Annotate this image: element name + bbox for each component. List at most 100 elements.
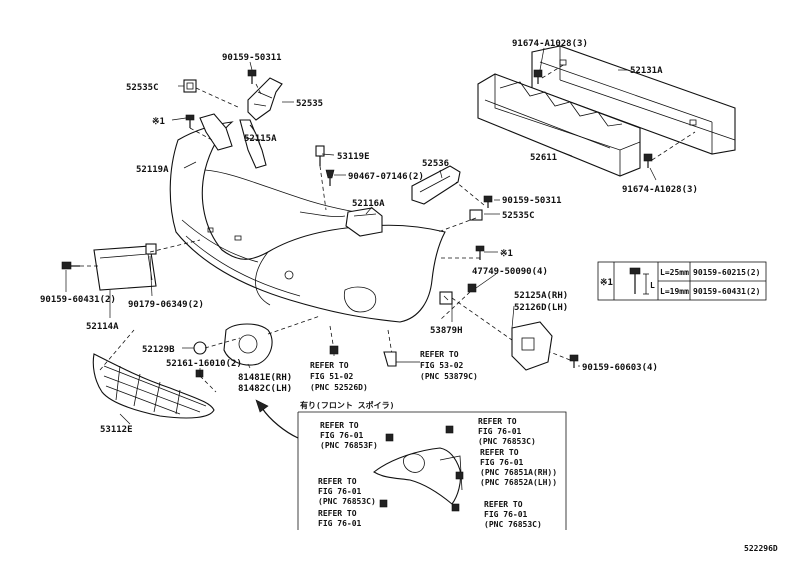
label-53879H: 53879H [430, 326, 463, 336]
label-47749-50090: 47749-50090(4) [472, 267, 548, 277]
label-52535C-mid: 52535C [502, 211, 535, 221]
clip-53119E[interactable] [315, 145, 325, 166]
ref-r6-line3[interactable]: (PNC 76853C) [484, 520, 542, 529]
ref-r3-line1[interactable]: REFER TO [480, 448, 519, 457]
ref-r6-line1[interactable]: REFER TO [484, 500, 523, 509]
clip-52161-16010[interactable] [195, 369, 204, 378]
legend-l-symbol: L [650, 281, 655, 290]
ref-fig53-line1[interactable]: REFER TO [420, 350, 459, 359]
label-90159-50311-top: 90159-50311 [222, 53, 282, 63]
label-90159-60603: 90159-60603(4) [582, 363, 658, 373]
label-81481E: 81481E(RH) [238, 373, 292, 383]
legend-length-19: L=19mm [660, 287, 689, 296]
cap-52129B[interactable] [193, 341, 207, 355]
bolt-91674-A1028-top[interactable] [533, 69, 543, 84]
label-52129B: 52129B [142, 345, 175, 355]
bolt-90159-60603[interactable] [569, 354, 579, 368]
alignment-dashed-lines [80, 63, 696, 393]
label-52536: 52536 [422, 159, 449, 169]
legend-screw-icon [629, 267, 649, 295]
clip-47749-50090[interactable] [467, 283, 477, 293]
ref-r4-line2[interactable]: FIG 76-01 [318, 487, 362, 496]
label-91674-A1028-top: 91674-A1028(3) [512, 39, 588, 49]
energy-absorber[interactable] [477, 73, 641, 177]
label-81482C: 81482C(LH) [238, 384, 292, 394]
label-90159-50311-mid: 90159-50311 [502, 196, 562, 206]
center-bracket-52116A[interactable] [345, 207, 383, 237]
label-90467-07146: 90467-07146(2) [348, 172, 424, 182]
clip-ref-51-02[interactable] [329, 345, 339, 355]
spoiler-indicator-arrow [255, 399, 299, 439]
ref-r6-line2[interactable]: FIG 76-01 [484, 510, 528, 519]
bolt-90159-50311-top[interactable] [247, 69, 257, 84]
bolt-90159-60431[interactable] [61, 261, 80, 270]
legend-part-19[interactable]: 90159-60431(2) [693, 287, 760, 296]
ref-fig53-line3[interactable]: (PNC 53879C) [420, 372, 478, 381]
label-53112E: 53112E [100, 425, 133, 435]
ref-r3-line3[interactable]: (PNC 76851A(RH)) [480, 468, 557, 477]
label-52119A: 52119A [136, 165, 169, 175]
label-53119E: 53119E [337, 152, 370, 162]
label-52116A: 52116A [352, 199, 385, 209]
seal-53879H[interactable] [439, 291, 453, 305]
fog-lamp-cover[interactable] [223, 323, 273, 366]
spoiler-clips[interactable] [379, 425, 464, 512]
ref-fig51-line2[interactable]: FIG 51-02 [310, 372, 354, 381]
ref-r3-line2[interactable]: FIG 76-01 [480, 458, 524, 467]
label-52115A: 52115A [244, 134, 277, 144]
clip-90467-07146[interactable] [325, 169, 335, 186]
clip-52535C-top[interactable] [183, 79, 197, 93]
ref-r2-line3[interactable]: (PNC 76853C) [478, 437, 536, 446]
label-52535C-top: 52535C [126, 83, 159, 93]
ref-r2-line2[interactable]: FIG 76-01 [478, 427, 522, 436]
spoiler-title: 有り(フロント スポイラ) [300, 400, 394, 410]
spoiler-option-box [297, 411, 567, 530]
label-52125A: 52125A(RH) [514, 291, 568, 301]
label-90159-60431: 90159-60431(2) [40, 295, 116, 305]
ref-r1-line1[interactable]: REFER TO [320, 421, 359, 430]
label-52161-16010: 52161-16010(2) [166, 359, 242, 369]
screw-note1-right[interactable] [475, 245, 485, 260]
bumper-cover[interactable] [169, 121, 446, 323]
label-91674-A1028-bottom: 91674-A1028(3) [622, 185, 698, 195]
ref-r5-line2[interactable]: FIG 76-01 [318, 519, 362, 528]
clip-ref-53-02[interactable] [383, 351, 397, 367]
ref-r2-line1[interactable]: REFER TO [478, 417, 517, 426]
label-52114A: 52114A [86, 322, 119, 332]
bolt-90159-50311-mid[interactable] [483, 195, 493, 208]
label-90179-06349: 90179-06349(2) [128, 300, 204, 310]
legend-part-25[interactable]: 90159-60215(2) [693, 268, 760, 277]
side-retainer-bracket[interactable] [511, 321, 553, 371]
bracket-52536[interactable] [411, 165, 461, 205]
diagram-id: 522296D [744, 544, 778, 553]
ref-r5-line1[interactable]: REFER TO [318, 509, 357, 518]
ref-r4-line1[interactable]: REFER TO [318, 477, 357, 486]
lower-side-bracket-52114A[interactable] [93, 243, 157, 291]
legend-box [597, 261, 767, 301]
ref-fig51-line1[interactable]: REFER TO [310, 361, 349, 370]
ref-fig53-line2[interactable]: FIG 53-02 [420, 361, 464, 370]
label-52131A: 52131A [630, 66, 663, 76]
leader-lines [65, 47, 657, 425]
legend-note-marker: ※1 [600, 278, 613, 288]
bracket-52535[interactable] [247, 77, 283, 121]
legend-length-25: L=25mm [660, 268, 689, 277]
screw-note1-left[interactable] [185, 114, 195, 128]
ref-fig51-line3[interactable]: (PNC 52526D) [310, 383, 368, 392]
ref-r1-line2[interactable]: FIG 76-01 [320, 431, 364, 440]
ref-r4-line3[interactable]: (PNC 76853C) [318, 497, 376, 506]
upper-side-bracket[interactable] [199, 113, 267, 169]
bolt-91674-A1028-bottom[interactable] [643, 153, 653, 168]
label-52611: 52611 [530, 153, 557, 163]
ref-r3-line4[interactable]: (PNC 76852A(LH)) [480, 478, 557, 487]
note-marker-1-left: ※1 [152, 117, 165, 127]
clip-52535C-mid[interactable] [469, 209, 483, 221]
note-marker-1-right: ※1 [500, 249, 513, 259]
label-52126D: 52126D(LH) [514, 303, 568, 313]
lower-grille-53112E[interactable] [92, 353, 215, 419]
front-spoiler[interactable] [373, 447, 463, 505]
ref-r1-line3[interactable]: (PNC 76853F) [320, 441, 378, 450]
label-52535: 52535 [296, 99, 323, 109]
